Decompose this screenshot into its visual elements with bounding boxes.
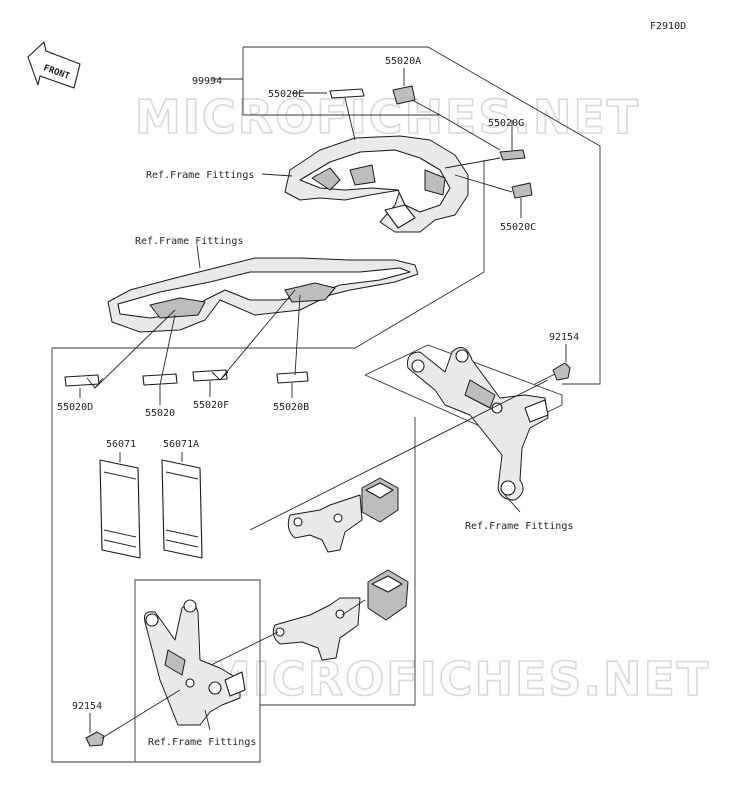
label-55020D[interactable]: 55020D [57,402,93,413]
group-frame-bottom [134,579,261,763]
decal-55020G [499,149,526,161]
front-arrow-icon: FRONT [27,41,81,89]
group-frame-left [51,160,485,763]
decal-55020E [329,88,365,99]
decal-55020A [392,85,416,105]
info-card-56071 [99,452,141,559]
lower-left-bracket-assembly [144,599,246,726]
leader-ref-4 [204,709,211,731]
label-ref-frame-2[interactable]: Ref.Frame Fittings [135,236,243,247]
label-ref-frame-4[interactable]: Ref.Frame Fittings [148,737,256,748]
middle-bracket-part [287,477,399,553]
decal-55020B [276,371,309,384]
label-55020F[interactable]: 55020F [193,400,229,411]
decal-55020F [192,369,228,382]
label-55020A[interactable]: 55020A [385,56,421,67]
leader-lower-mount [341,599,366,616]
watermark-bottom: MICROFICHES.NET [205,652,710,706]
group-frame-top [212,46,601,385]
label-55020[interactable]: 55020 [145,408,175,419]
label-56071[interactable]: 56071 [106,439,136,450]
bolt-92154-top [534,344,571,385]
label-55020E[interactable]: 55020E [268,89,304,100]
leader-lines [79,68,522,405]
label-55020G[interactable]: 55020G [488,118,524,129]
upper-cowl-part [284,135,469,233]
leader-ref-3 [504,494,521,513]
bolt-92154-bottom [85,689,181,747]
right-bracket-assembly [407,347,549,501]
leader-lower-bracket [204,631,279,669]
label-55020C[interactable]: 55020C [500,222,536,233]
label-92154-top[interactable]: 92154 [549,332,579,343]
diagram-code: F2910D [650,21,686,32]
label-ref-frame-3[interactable]: Ref.Frame Fittings [465,521,573,532]
label-55020B[interactable]: 55020B [273,402,309,413]
watermark-top: MICROFICHES.NET [135,90,640,144]
label-99994[interactable]: 99994 [192,76,222,87]
info-card-56071A [161,452,203,559]
decal-parts [64,85,533,387]
lower-bracket-part [272,569,409,661]
leader-bolt-top [249,379,549,531]
label-ref-frame-1[interactable]: Ref.Frame Fittings [146,170,254,181]
decal-55020C [511,182,533,199]
label-92154-bottom[interactable]: 92154 [72,701,102,712]
seat-cowl-part [107,257,419,333]
decal-55020 [142,373,178,386]
label-56071A[interactable]: 56071A [163,439,199,450]
decal-55020D [64,374,100,387]
